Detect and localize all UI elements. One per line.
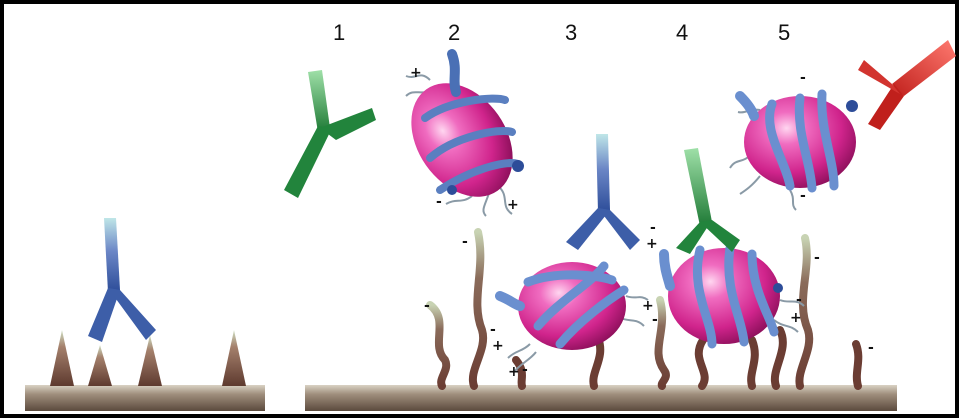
charge-plus: + — [646, 236, 658, 252]
charge-minus: - — [814, 250, 820, 266]
charge-minus: - — [652, 312, 658, 328]
left-substrate — [25, 385, 265, 411]
step-1-label: 1 — [333, 20, 345, 45]
right-substrate — [305, 385, 897, 411]
y-antibody-icon — [88, 218, 156, 342]
charge-plus: + — [492, 338, 504, 354]
charge-minus: - — [796, 292, 802, 308]
charge-minus: - — [800, 70, 806, 86]
y-antibody-icon — [858, 40, 956, 130]
charge-minus: - — [462, 234, 468, 250]
y-antibody-icon — [284, 70, 376, 198]
step-3-label: 3 — [565, 20, 577, 45]
step-2-label: 2 — [448, 20, 460, 45]
charge-minus: - — [490, 322, 496, 338]
cell-icon — [500, 262, 648, 372]
charge-minus: - — [436, 194, 442, 210]
charge-minus: - — [800, 188, 806, 204]
charge-minus: - — [424, 298, 430, 314]
charge-plus: + — [508, 364, 520, 380]
charge-plus: + — [410, 65, 422, 81]
charge-plus: + — [507, 197, 519, 213]
cell-icon — [730, 94, 858, 210]
y-antibody-icon — [566, 134, 640, 250]
y-antibody-icon — [676, 148, 740, 254]
charge-plus: + — [790, 310, 802, 326]
charge-minus: - — [650, 220, 656, 236]
cone-anchor-icon — [50, 330, 246, 386]
step-4-label: 4 — [676, 20, 688, 45]
step-5-label: 5 — [778, 20, 790, 45]
charge-minus: - — [868, 340, 874, 356]
charge-minus: - — [522, 362, 528, 378]
